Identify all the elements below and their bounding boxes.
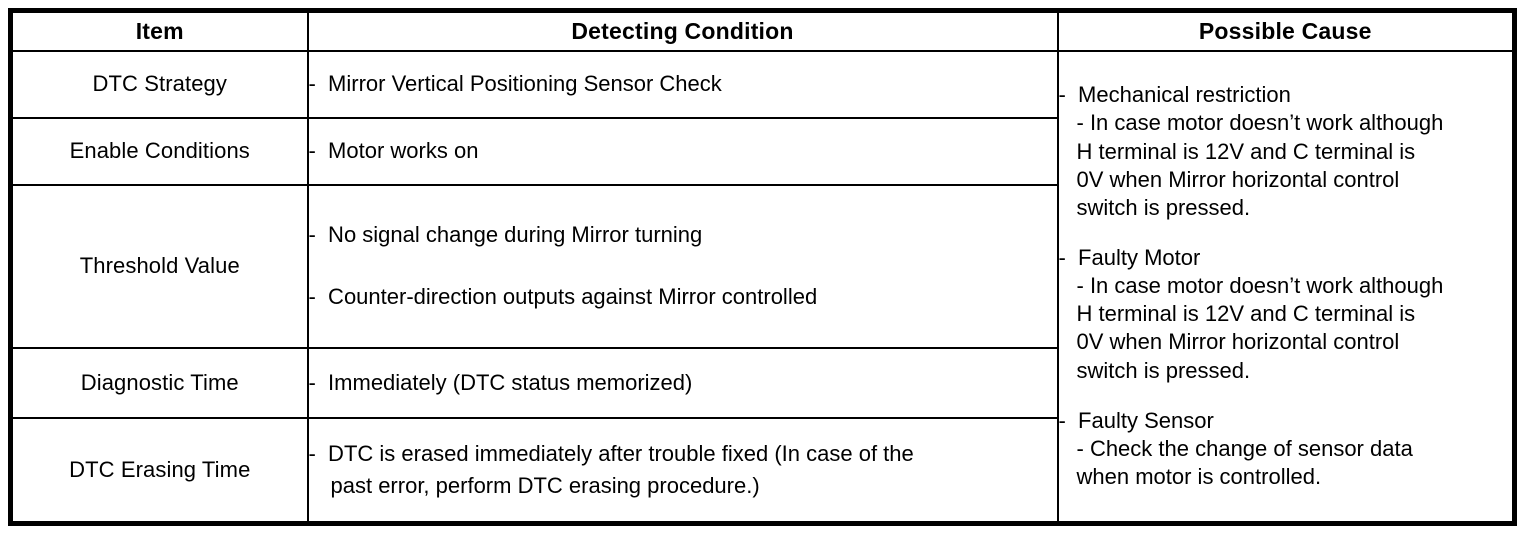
cause-block-mechanical-restriction: - Mechanical restriction - In case motor…	[1059, 81, 1513, 222]
item-label-threshold-value: Threshold Value	[9, 183, 309, 349]
condition-threshold-value: - No signal change during Mirror turning…	[306, 183, 1059, 349]
header-row: Item Detecting Condition Possible Cause	[9, 9, 1516, 52]
table-row: Threshold Value - No signal change durin…	[9, 183, 1515, 349]
possible-cause-cell: - Mechanical restriction - In case motor…	[1056, 49, 1516, 525]
table-row: DTC Erasing Time - DTC is erased immedia…	[9, 416, 1515, 525]
condition-line: - Mirror Vertical Positioning Sensor Che…	[308, 71, 722, 97]
table-header: Item Detecting Condition Possible Cause	[9, 9, 1516, 52]
table-row: Enable Conditions - Motor works on	[9, 116, 1515, 186]
table-row: Diagnostic Time - Immediately (DTC statu…	[9, 346, 1515, 419]
condition-line: - Immediately (DTC status memorized)	[308, 369, 693, 395]
condition-enable-conditions: - Motor works on	[306, 116, 1059, 186]
cause-detail-line: switch is pressed.	[1076, 357, 1251, 383]
cause-heading: - Faulty Sensor	[1058, 407, 1214, 433]
cause-detail-line: 0V when Mirror horizontal control	[1076, 329, 1400, 355]
table-row: DTC Strategy - Mirror Vertical Positioni…	[9, 49, 1516, 525]
cause-block-faulty-motor: - Faulty Motor - In case motor doesn’t w…	[1059, 244, 1513, 385]
cause-heading: - Mechanical restriction	[1058, 82, 1291, 108]
table-body: DTC Strategy - Mirror Vertical Positioni…	[9, 49, 1516, 525]
cause-detail-line: - In case motor doesn’t work although	[1076, 273, 1444, 299]
cause-detail-line: 0V when Mirror horizontal control	[1076, 166, 1400, 192]
column-header-possible-cause: Possible Cause	[1056, 9, 1516, 52]
condition-dtc-strategy: - Mirror Vertical Positioning Sensor Che…	[306, 49, 1059, 119]
condition-line: - Counter-direction outputs against Mirr…	[308, 284, 818, 309]
cause-heading: - Faulty Motor	[1058, 245, 1201, 271]
condition-dtc-erasing-time: - DTC is erased immediately after troubl…	[306, 416, 1059, 525]
column-header-detecting-condition: Detecting Condition	[306, 9, 1059, 52]
condition-line: past error, perform DTC erasing procedur…	[330, 472, 760, 498]
condition-line: - No signal change during Mirror turning	[308, 222, 703, 248]
cause-detail-line: switch is pressed.	[1076, 194, 1251, 220]
item-label-enable-conditions: Enable Conditions	[9, 116, 309, 186]
condition-diagnostic-time: - Immediately (DTC status memorized)	[306, 346, 1059, 419]
item-label-dtc-erasing-time: DTC Erasing Time	[9, 416, 309, 525]
cause-detail-line: - Check the change of sensor data	[1076, 435, 1413, 461]
condition-line: - Motor works on	[308, 138, 479, 164]
item-label-dtc-strategy: DTC Strategy	[9, 49, 309, 119]
cause-detail-line: H terminal is 12V and C terminal is	[1076, 301, 1416, 327]
cause-block-faulty-sensor: - Faulty Sensor - Check the change of se…	[1059, 407, 1513, 491]
cause-detail-line: - In case motor doesn’t work although	[1076, 110, 1444, 136]
dtc-diagnostic-table: Item Detecting Condition Possible Cause …	[8, 8, 1517, 526]
item-label-diagnostic-time: Diagnostic Time	[9, 346, 309, 419]
column-header-item: Item	[9, 9, 309, 52]
cause-detail-line: H terminal is 12V and C terminal is	[1076, 138, 1416, 164]
cause-detail-line: when motor is controlled.	[1076, 464, 1322, 490]
condition-line: - DTC is erased immediately after troubl…	[308, 440, 914, 466]
